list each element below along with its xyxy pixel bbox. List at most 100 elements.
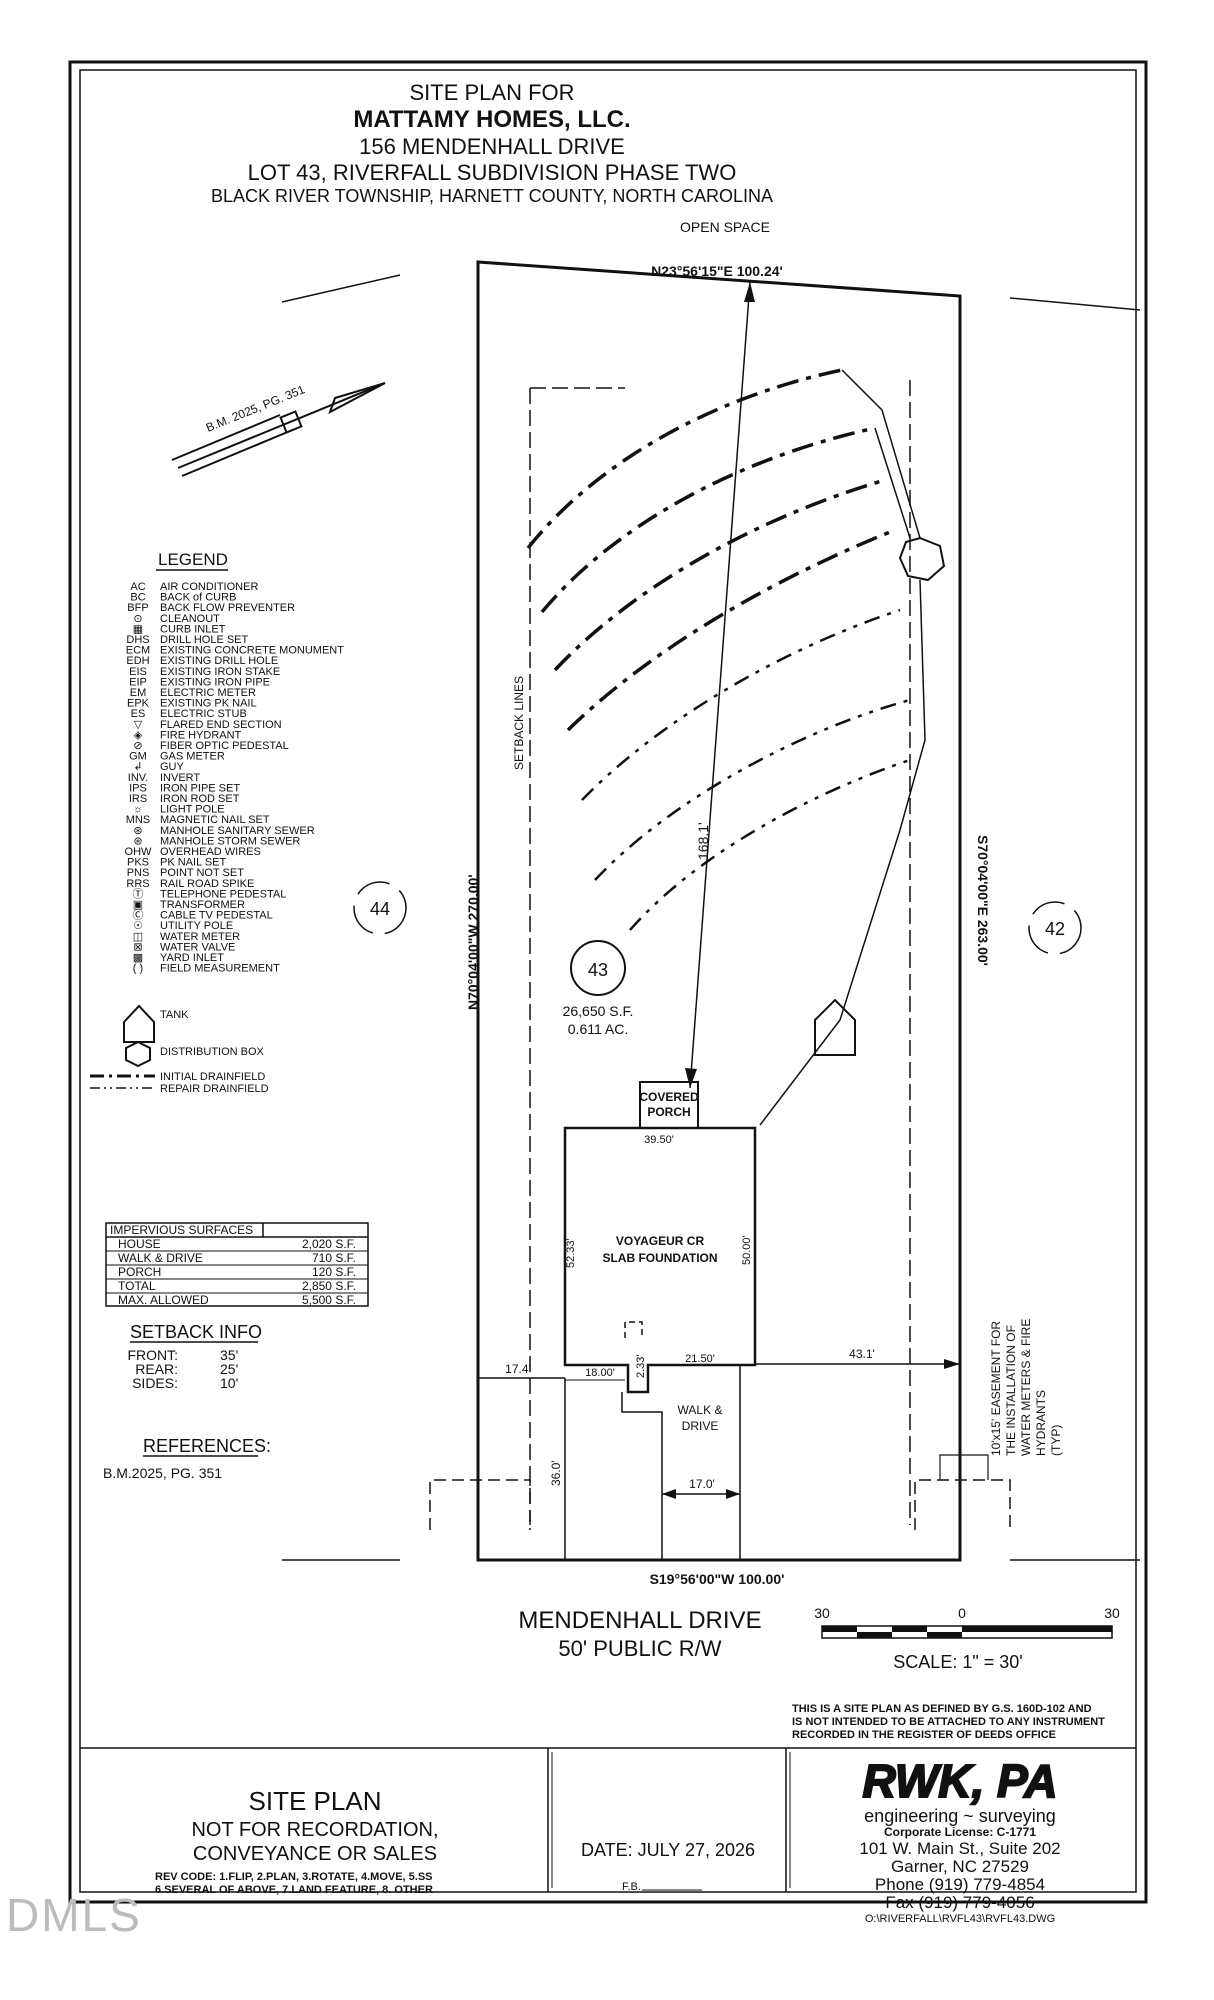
- legend-code: INV.: [128, 772, 148, 784]
- legend-code: MNS: [126, 814, 150, 826]
- impervious-label: HOUSE: [118, 1237, 161, 1251]
- tb-rev-code-2: 6.SEVERAL OF ABOVE, 7.LAND FEATURE, 8. O…: [155, 1884, 433, 1896]
- west-bearing: N70°04'00"W 270.00': [465, 874, 481, 1010]
- dim-36-0: 36.0': [549, 1460, 563, 1486]
- porch-label-2: PORCH: [647, 1105, 690, 1119]
- setback-value: 25': [220, 1361, 238, 1377]
- legend-text: MAGNETIC NAIL SET: [160, 814, 270, 826]
- legend-text: YARD INLET: [160, 952, 224, 964]
- house-model: VOYAGEUR CR: [616, 1234, 705, 1248]
- legend-code: ↲: [133, 761, 142, 773]
- legend-tank: TANK: [160, 1009, 189, 1021]
- legend-code: ⊛: [133, 825, 142, 837]
- dim-arrow-17a: [662, 1489, 676, 1499]
- legend-code: ☼: [133, 804, 143, 816]
- legend-text: EXISTING IRON STAKE: [160, 666, 280, 678]
- lot-area-ac: 0.611 AC.: [568, 1021, 628, 1037]
- header-line-2: [874, 427, 911, 539]
- arrow-bottom: [685, 1068, 697, 1088]
- dim-39-50: 39.50': [644, 1134, 674, 1146]
- impervious-title: IMPERVIOUS SURFACES: [110, 1223, 253, 1237]
- legend-code: ◫: [133, 931, 143, 943]
- dim-50-00: 50.00': [741, 1235, 753, 1265]
- legend-text: ELECTRIC STUB: [160, 708, 247, 720]
- distance-label: 168.1': [695, 822, 711, 860]
- legend-text: UTILITY POLE: [160, 920, 233, 932]
- bm-arrow: B.M. 2025, PG. 351: [171, 382, 386, 477]
- title-township: BLACK RIVER TOWNSHIP, HARNETT COUNTY, NO…: [211, 186, 773, 206]
- legend-text: BACK of CURB: [160, 592, 236, 604]
- inner-border: [79, 69, 1137, 1893]
- legend-code: IRS: [129, 793, 147, 805]
- svg-text:RECORDED IN THE REGISTER OF DE: RECORDED IN THE REGISTER OF DEEDS OFFICE: [792, 1729, 1056, 1741]
- setback-title: SETBACK INFO: [130, 1322, 262, 1342]
- legend-code: ▩: [133, 952, 143, 964]
- legend-code: ▽: [134, 719, 143, 731]
- adjacent-line-ne: [1009, 297, 1141, 311]
- house-foundation: SLAB FOUNDATION: [602, 1251, 717, 1265]
- setback-label: SIDES:: [132, 1375, 178, 1391]
- drainfields: [526, 368, 911, 931]
- legend-code: OHW: [125, 846, 153, 858]
- legend-code: ☉: [133, 920, 143, 932]
- dim-21-50: 21.50': [685, 1353, 715, 1365]
- lot-42-label: 42: [1045, 919, 1065, 939]
- impervious-value: 5,500 S.F.: [302, 1293, 356, 1307]
- setback-label: FRONT:: [127, 1347, 178, 1363]
- legend-text: RAIL ROAD SPIKE: [160, 878, 254, 890]
- dim-arrow-43: [944, 1359, 960, 1369]
- svg-text:HYDRANTS: HYDRANTS: [1034, 1390, 1048, 1456]
- legend-code: ▦: [133, 623, 143, 635]
- easement-leader: [939, 1454, 989, 1480]
- title-address: 156 MENDENHALL DRIVE: [359, 134, 625, 159]
- mls-watermark: DMLS: [6, 1889, 142, 1941]
- tb-site-plan: SITE PLAN: [249, 1786, 382, 1816]
- legend-code: ⊛: [133, 835, 142, 847]
- legend-code: Ⓒ: [133, 909, 144, 922]
- legend-code: BC: [130, 592, 145, 604]
- lot-42-circle: [1028, 901, 1082, 955]
- setback-value: 10': [220, 1375, 238, 1391]
- legend-code: Ⓣ: [133, 887, 144, 900]
- svg-text:WATER METERS & FIRE: WATER METERS & FIRE: [1019, 1319, 1033, 1456]
- street-rw: 50' PUBLIC R/W: [558, 1636, 721, 1661]
- setback-lines-label: SETBACK LINES: [512, 676, 526, 770]
- impervious-value: 710 S.F.: [312, 1251, 356, 1265]
- outer-border: [68, 60, 1148, 1904]
- easement-bracket-right: [914, 1479, 1011, 1530]
- title-line-1: SITE PLAN FOR: [409, 80, 574, 105]
- legend-text: FIBER OPTIC PEDESTAL: [160, 740, 289, 752]
- impervious-label: MAX. ALLOWED: [118, 1293, 209, 1307]
- legend-text: CLEANOUT: [160, 613, 220, 625]
- references-title: REFERENCES:: [143, 1436, 271, 1456]
- tb-not-for-1: NOT FOR RECORDATION,: [191, 1819, 438, 1841]
- lot-43-circle: [570, 940, 626, 996]
- legend-repair-drainfield: REPAIR DRAINFIELD: [160, 1083, 269, 1095]
- legend-code: ( ): [133, 963, 143, 975]
- lot-44-label: 44: [370, 899, 390, 919]
- bm-arrow-label: B.M. 2025, PG. 351: [204, 382, 307, 435]
- legend-code: ⊙: [133, 613, 142, 625]
- legend-code: ECM: [126, 645, 150, 657]
- legend-text: GUY: [160, 761, 185, 773]
- impervious-value: 2,850 S.F.: [302, 1279, 356, 1293]
- legend-code: GM: [129, 751, 147, 763]
- dim-17-4: 17.4': [505, 1362, 531, 1376]
- legend-code: DHS: [126, 634, 149, 646]
- sewer-line: [759, 579, 926, 1126]
- legend-text: BACK FLOW PREVENTER: [160, 602, 295, 614]
- legend-text: EXISTING IRON PIPE: [160, 676, 270, 688]
- title-owner: MATTAMY HOMES, LLC.: [353, 106, 630, 133]
- svg-text:10'x15' EASEMENT FOR: 10'x15' EASEMENT FOR: [989, 1321, 1003, 1456]
- legend-code: EIS: [129, 666, 147, 678]
- tb-date: DATE: JULY 27, 2026: [581, 1840, 755, 1860]
- svg-text:THIS IS A SITE PLAN AS DEFINED: THIS IS A SITE PLAN AS DEFINED BY G.S. 1…: [792, 1703, 1092, 1715]
- svg-text:IS NOT INTENDED TO BE ATTACHED: IS NOT INTENDED TO BE ATTACHED TO ANY IN…: [792, 1716, 1105, 1728]
- header-line-1: [841, 369, 921, 539]
- distribution-box: [898, 536, 946, 582]
- legend-code: EIP: [129, 676, 147, 688]
- tb-address-1: 101 W. Main St., Suite 202: [859, 1839, 1060, 1858]
